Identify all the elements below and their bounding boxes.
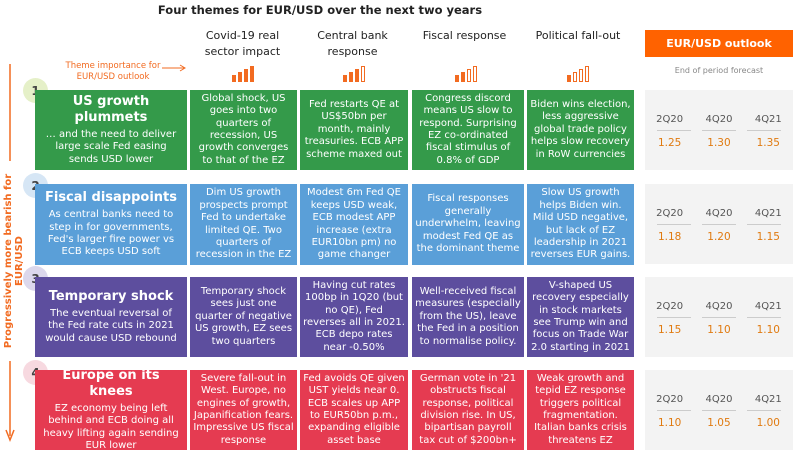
theme-description: … and the need to deliver large scale Fe…: [45, 128, 177, 165]
theme-description: As central banks need to step in for gov…: [47, 209, 175, 258]
forecast-period: 2Q20: [656, 208, 684, 219]
matrix-cell: Dim US growth prospects prompt Fed to un…: [190, 184, 297, 265]
matrix-cell: German vote in '21 obstructs fiscal resp…: [412, 370, 524, 450]
forecast-period: 4Q20: [705, 114, 733, 125]
forecast-period: 2Q20: [656, 301, 684, 312]
forecast-period: 4Q21: [754, 394, 782, 405]
theme-title: Europe on its knees: [62, 370, 160, 399]
forecast-period: 4Q20: [705, 208, 733, 219]
forecast-period: 4Q20: [705, 394, 733, 405]
matrix-cell: Temporary shock sees just one quarter of…: [190, 277, 297, 357]
theme-card: Temporary shock The eventual reversal of…: [35, 277, 187, 357]
theme-description: The eventual reversal of the Fed rate cu…: [45, 307, 177, 344]
matrix-cell: Biden wins election, less aggressive glo…: [527, 90, 634, 170]
column-header-fiscal: Fiscal response: [422, 29, 507, 42]
theme-description: EZ economy being left behind and ECB doi…: [43, 402, 179, 450]
side-label: Progressively more bearish for EUR/USD: [3, 161, 25, 361]
importance-bars-icon: [343, 63, 365, 82]
theme-title: Temporary shock: [48, 288, 174, 304]
matrix-cell: Having cut rates 100bp in 1Q20 (but no Q…: [300, 277, 408, 357]
theme-importance-label: Theme importance for EUR/USD outlook: [65, 61, 161, 82]
forecast-value: 1.10: [657, 417, 682, 429]
arrow-right-icon: [162, 64, 186, 72]
matrix-cell: Global shock, US goes into two quarters …: [190, 90, 297, 170]
forecast-value: 1.35: [756, 137, 780, 149]
forecast-value: 1.18: [657, 231, 682, 243]
theme-title: US growth plummets: [72, 93, 150, 125]
matrix-cell: Well-received fiscal measures (especiall…: [412, 277, 524, 357]
forecast-value: 1.15: [756, 231, 780, 243]
forecast-period: 2Q20: [656, 114, 684, 125]
forecast-period: 4Q21: [754, 301, 782, 312]
theme-card: Fiscal disappoints As central banks need…: [35, 184, 187, 265]
importance-bars-icon: [567, 63, 589, 82]
forecast-period: 4Q21: [754, 208, 782, 219]
forecast-value: 1.00: [756, 417, 780, 429]
matrix-cell: Modest 6m Fed QE keeps USD weak, ECB mod…: [300, 184, 408, 265]
forecast-panel: 2Q20 4Q20 4Q21 1.25 1.30 1.35: [645, 90, 793, 170]
forecast-period: 4Q21: [754, 114, 782, 125]
forecast-panel: 2Q20 4Q20 4Q21 1.18 1.20 1.15: [645, 184, 793, 264]
theme-title: Fiscal disappoints: [44, 190, 177, 206]
forecast-panel: 2Q20 4Q20 4Q21 1.10 1.05 1.00: [645, 370, 793, 450]
importance-bars-icon: [455, 63, 477, 82]
matrix-cell: V-shaped US recovery especially in stock…: [527, 277, 634, 357]
forecast-value: 1.20: [707, 231, 731, 243]
matrix-cell: Fed restarts QE at US$50bn per month, ma…: [300, 90, 408, 170]
matrix-cell: Fed avoids QE given UST yields near 0. E…: [300, 370, 408, 450]
theme-card: US growth plummets … and the need to del…: [35, 90, 187, 170]
outlook-header: EUR/USD outlook: [645, 30, 793, 57]
column-header-political: Political fall-out: [535, 29, 621, 42]
forecast-value: 1.10: [756, 324, 780, 336]
outlook-subtitle: End of period forecast: [674, 66, 764, 75]
theme-card: Europe on its knees EZ economy being lef…: [35, 370, 187, 450]
forecast-value: 1.10: [707, 324, 731, 336]
forecast-period: 4Q20: [705, 301, 733, 312]
matrix-cell: Congress discord means US slow to respon…: [412, 90, 524, 170]
forecast-value: 1.30: [707, 137, 731, 149]
page-title: Four themes for EUR/USD over the next tw…: [157, 3, 483, 17]
importance-bars-icon: [232, 63, 254, 82]
column-header-central-bank: Central bank response: [317, 29, 388, 58]
matrix-cell: Slow US growth helps Biden win. Mild USD…: [527, 184, 634, 265]
forecast-value: 1.15: [657, 324, 682, 336]
matrix-cell: Severe fall-out in West. Europe, no engi…: [190, 370, 297, 450]
forecast-value: 1.25: [657, 137, 682, 149]
forecast-panel: 2Q20 4Q20 4Q21 1.15 1.10 1.10: [645, 277, 793, 357]
column-header-covid: Covid-19 real sector impact: [204, 29, 281, 58]
forecast-period: 2Q20: [656, 394, 684, 405]
matrix-cell: Weak growth and tepid EZ response trigge…: [527, 370, 634, 450]
forecast-value: 1.05: [707, 417, 731, 429]
matrix-cell: Fiscal responses generally underwhelm, l…: [412, 184, 524, 265]
